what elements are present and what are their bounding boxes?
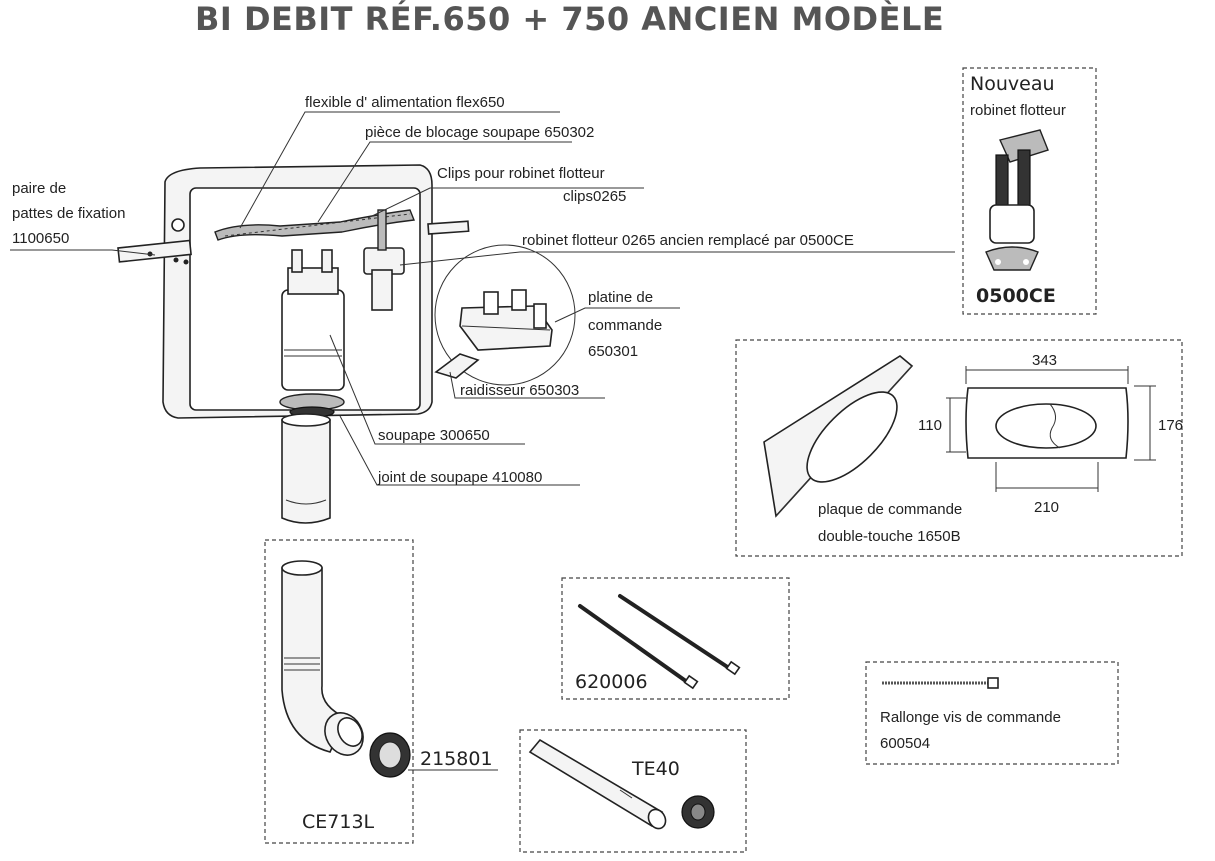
label-soupape: soupape 300650 [378, 427, 490, 444]
rallonge-box: Rallonge vis de commande 600504 [865, 661, 1119, 765]
platine-detail [434, 244, 576, 386]
label-ce713l: CE713L [302, 811, 375, 833]
plaque-box: 343 176 110 210 plaque de commande doubl… [735, 339, 1183, 557]
nouveau-robinet-box: Nouveau robinet flotteur 0500CE [962, 67, 1097, 315]
label-platine-1: platine de [588, 289, 653, 306]
dim-height-inner: 110 [918, 417, 942, 434]
label-robinet: robinet flotteur 0265 ancien remplacé pa… [522, 232, 854, 249]
label-te40: TE40 [631, 758, 680, 780]
label-platine-2: commande [588, 317, 662, 334]
label-nouveau-2: robinet flotteur [970, 102, 1066, 119]
620006-box: 620006 [561, 577, 790, 700]
label-pattes-3: 1100650 [12, 230, 69, 247]
dim-height-outer: 176 [1158, 417, 1183, 434]
dim-width-inner: 210 [1034, 499, 1059, 516]
ce713l-box: 215801 CE713L [264, 539, 498, 844]
label-pattes-1: paire de [12, 180, 66, 197]
dim-width: 343 [1032, 352, 1057, 369]
label-nouveau-ref: 0500CE [976, 285, 1056, 307]
label-clips-1: Clips pour robinet flotteur [437, 165, 605, 182]
label-rallonge-1: Rallonge vis de commande [880, 709, 1061, 726]
label-flexible: flexible d' alimentation flex650 [305, 94, 505, 111]
callout-lines [10, 111, 955, 486]
label-plaque-2: double-touche 1650B [818, 528, 961, 545]
label-clips-2: clips0265 [563, 188, 626, 205]
label-pattes-2: pattes de fixation [12, 205, 125, 222]
label-raidisseur: raidisseur 650303 [460, 382, 579, 399]
label-joint: joint de soupape 410080 [377, 469, 542, 486]
label-platine-3: 650301 [588, 343, 638, 360]
te40-box: TE40 [519, 729, 747, 853]
label-620006: 620006 [575, 671, 648, 693]
label-blocage: pièce de blocage soupape 650302 [365, 124, 594, 141]
label-nouveau-1: Nouveau [970, 73, 1055, 95]
cistern-assembly [117, 164, 470, 524]
label-215801: 215801 [420, 748, 493, 770]
diagram-title: BI DEBIT RÉF.650 + 750 ANCIEN MODÈLE [195, 0, 944, 38]
label-rallonge-2: 600504 [880, 735, 930, 752]
label-plaque-1: plaque de commande [818, 501, 962, 518]
raidisseur-part [434, 353, 480, 379]
